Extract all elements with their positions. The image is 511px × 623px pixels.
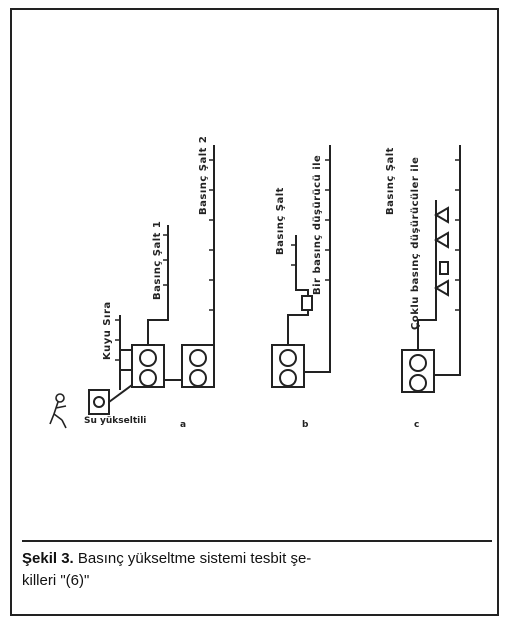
riser-c-main xyxy=(434,145,461,376)
pump-unit-a1 xyxy=(120,344,165,388)
pump-unit-b xyxy=(271,344,305,388)
pump-unit-c xyxy=(401,349,435,393)
water-source-pump xyxy=(88,389,110,415)
label-depo-a: Basınç Şalt 1 xyxy=(152,220,163,300)
riser-c-branch xyxy=(417,200,437,350)
pressure-reducer-b xyxy=(301,295,313,311)
label-depo-d: Basınç Şalt xyxy=(385,147,396,215)
person-icon xyxy=(49,393,67,429)
figure-caption: Şekil 3. Basınç yükseltme sistemi tesbit… xyxy=(22,540,492,606)
label-sub-c: c xyxy=(414,420,420,430)
caption-label: Şekil 3. xyxy=(22,550,74,567)
riser-b-branch xyxy=(287,235,309,345)
label-kaynak: Kuyu Sıra xyxy=(102,301,113,360)
label-depo-b: Basınç Şalt 2 xyxy=(198,135,209,215)
label-depo-c: Basınç Şalt xyxy=(275,187,286,255)
pressure-reducers-c xyxy=(434,206,449,297)
caption-text-line1: Basınç yükseltme sistemi tesbit şe- xyxy=(77,550,312,567)
label-pump: Su yükseltili xyxy=(84,416,147,426)
figure-frame xyxy=(10,8,499,616)
label-vana-d: Çoklu basınç düşürücüler ile xyxy=(410,156,421,330)
label-vana-c: Bir basınç düşürücü ile xyxy=(312,154,323,295)
caption-text-line2: killeri "(6)" xyxy=(22,572,90,589)
label-sub-b: b xyxy=(302,420,309,430)
pump-unit-a2 xyxy=(181,344,215,388)
label-sub-a: a xyxy=(180,420,187,430)
riser-a1 xyxy=(147,225,169,345)
